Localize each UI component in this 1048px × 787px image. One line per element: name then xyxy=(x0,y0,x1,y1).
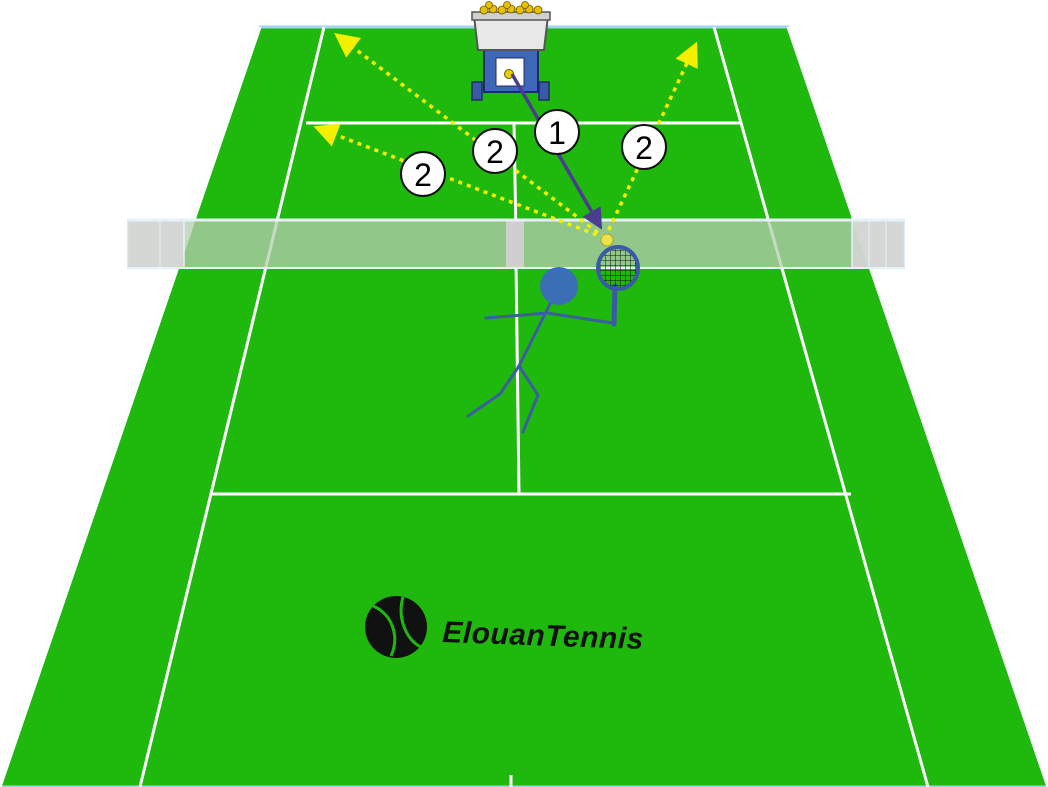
tennis-ball-logo-icon xyxy=(365,596,427,658)
step-badge-feed: 1 xyxy=(535,110,579,154)
net-center-strap xyxy=(506,220,524,268)
tennis-ball-icon xyxy=(601,234,613,246)
ball-machine-icon xyxy=(472,2,550,101)
step-badge-shot-left: 2 xyxy=(401,152,445,196)
tennis-net xyxy=(128,220,904,268)
player-head xyxy=(540,267,578,305)
net-post-right xyxy=(852,220,904,268)
step-label: 2 xyxy=(486,134,504,170)
court-surface xyxy=(0,27,1048,787)
step-badge-shot-right: 2 xyxy=(622,125,666,169)
step-badge-shot-far-left: 2 xyxy=(473,129,517,173)
step-label: 2 xyxy=(635,130,653,166)
step-label: 2 xyxy=(414,157,432,193)
brand-name: ElouanTennis xyxy=(442,616,645,656)
step-label: 1 xyxy=(548,115,566,151)
net-post-left xyxy=(128,220,184,268)
